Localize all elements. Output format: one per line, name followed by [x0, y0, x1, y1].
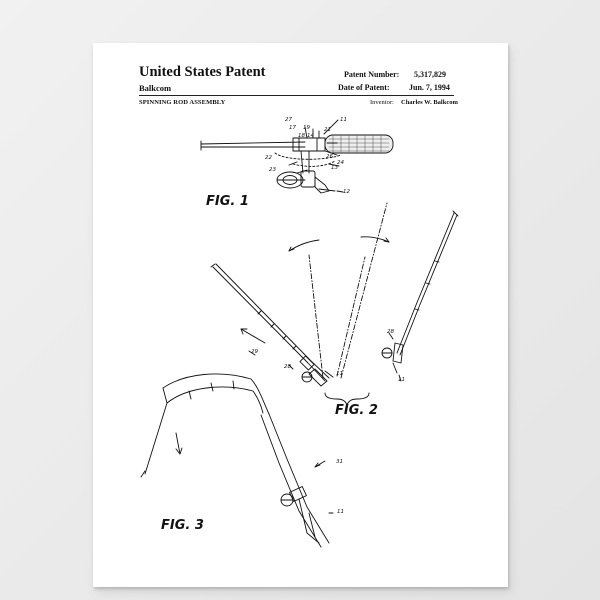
- fig1-ref: 12: [343, 189, 350, 195]
- fig1-ref: 24: [337, 160, 344, 166]
- fig2-ref: 11: [336, 371, 343, 377]
- fig2-label: FIG. 2: [335, 403, 378, 418]
- fig3-ref: 11: [337, 509, 344, 515]
- fig1-ref: 14: [307, 133, 314, 139]
- fig1-ref: 19: [303, 125, 310, 131]
- fig1-rod-drawing: [200, 119, 394, 194]
- fig1-ref: 11: [340, 117, 347, 123]
- fig1-ref: 23: [269, 167, 276, 173]
- fig2-ref: 28: [387, 329, 394, 335]
- fig1-ref: 21: [324, 127, 331, 133]
- patent-drawing: FIG. 1 FIG. 2 FIG. 3 11 27 17 19 21 18 1…: [140, 117, 459, 548]
- fig1-ref: 18: [298, 133, 305, 139]
- fig1-ref: 17: [289, 125, 296, 131]
- assembly-title: SPINNING ROD ASSEMBLY: [139, 99, 226, 106]
- fig1-ref: 22: [265, 155, 272, 161]
- date-value: Jun. 7, 1994: [409, 83, 450, 92]
- fig3-rod-drawing: [140, 373, 334, 548]
- fig3-ref: 31: [336, 459, 343, 465]
- patent-title: United States Patent: [139, 64, 266, 80]
- fig2-ref: 28: [284, 364, 291, 370]
- inventor-surname: Balkcom: [139, 83, 172, 93]
- fig3-label: FIG. 3: [161, 518, 204, 533]
- inventor-name: Charles W. Balkcom: [401, 99, 458, 106]
- fig2-ref: 11: [398, 377, 405, 383]
- fig2-rods-drawing: [210, 202, 459, 406]
- patent-number-value: 5,317,829: [414, 70, 446, 79]
- fig2-ref: 29: [251, 349, 258, 355]
- fig1-ref: 27: [285, 117, 292, 123]
- fig1-ref: 26: [326, 154, 333, 160]
- date-label: Date of Patent:: [338, 83, 390, 92]
- patent-poster: United States Patent Balkcom SPINNING RO…: [93, 43, 508, 587]
- header-rule: [139, 95, 454, 96]
- fig1-ref: 13: [331, 165, 338, 171]
- fig1-label: FIG. 1: [206, 194, 249, 209]
- inventor-label: Inventor:: [370, 99, 394, 106]
- patent-number-label: Patent Number:: [344, 70, 400, 79]
